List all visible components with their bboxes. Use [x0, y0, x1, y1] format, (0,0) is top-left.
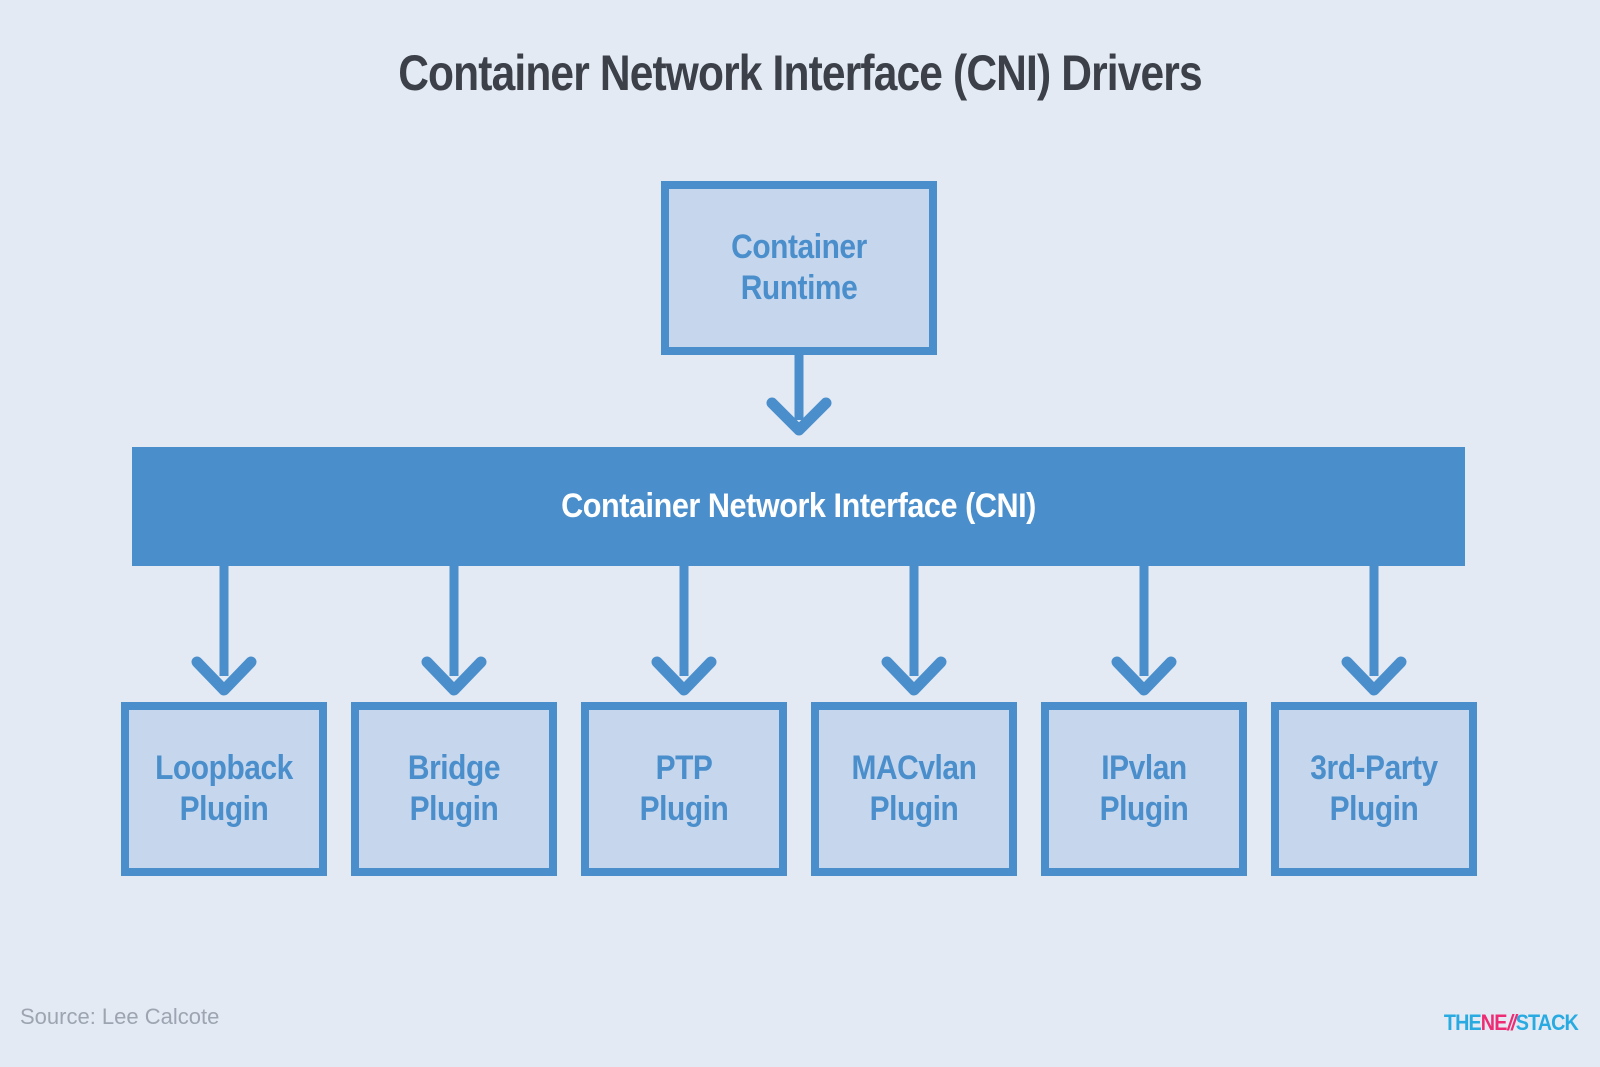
arrow-cni-to-3rdparty-icon: [1341, 566, 1407, 696]
arrow-runtime-to-cni-icon: [766, 352, 832, 436]
arrow-cni-to-bridge-icon: [421, 566, 487, 696]
ipvlan-plugin-label: IPvlan Plugin: [1099, 749, 1189, 828]
loopback-plugin-node: Loopback Plugin: [121, 702, 327, 876]
loopback-plugin-label: Loopback Plugin: [155, 749, 293, 828]
source-attribution: Source: Lee Calcote: [20, 1004, 220, 1029]
arrow-cni-to-macvlan-icon: [881, 566, 947, 696]
thenewstack-logo: THENE//STACK: [1443, 1010, 1579, 1036]
bridge-plugin-label: Bridge Plugin: [407, 749, 501, 828]
logo-the: THE: [1443, 1010, 1482, 1035]
cni-bar-node: Container Network Interface (CNI): [132, 447, 1465, 566]
logo-stack: STACK: [1515, 1010, 1579, 1035]
arrow-cni-to-loopback-icon: [191, 566, 257, 696]
ipvlan-plugin-node: IPvlan Plugin: [1041, 702, 1247, 876]
thirdparty-plugin-label: 3rd-Party Plugin: [1310, 749, 1438, 828]
ptp-plugin-label: PTP Plugin: [639, 749, 729, 828]
container-runtime-label: Container Runtime: [731, 228, 867, 307]
logo-ne: NE: [1480, 1010, 1508, 1035]
macvlan-plugin-node: MACvlan Plugin: [811, 702, 1017, 876]
arrow-cni-to-ptp-icon: [651, 566, 717, 696]
logo-w-slashes-icon: //: [1507, 1010, 1516, 1035]
ptp-plugin-node: PTP Plugin: [581, 702, 787, 876]
arrow-cni-to-ipvlan-icon: [1111, 566, 1177, 696]
thirdparty-plugin-node: 3rd-Party Plugin: [1271, 702, 1477, 876]
macvlan-plugin-label: MACvlan Plugin: [851, 749, 977, 828]
container-runtime-node: Container Runtime: [661, 181, 937, 355]
diagram-title: Container Network Interface (CNI) Driver…: [398, 45, 1202, 101]
cni-bar-label: Container Network Interface (CNI): [561, 487, 1036, 525]
bridge-plugin-node: Bridge Plugin: [351, 702, 557, 876]
